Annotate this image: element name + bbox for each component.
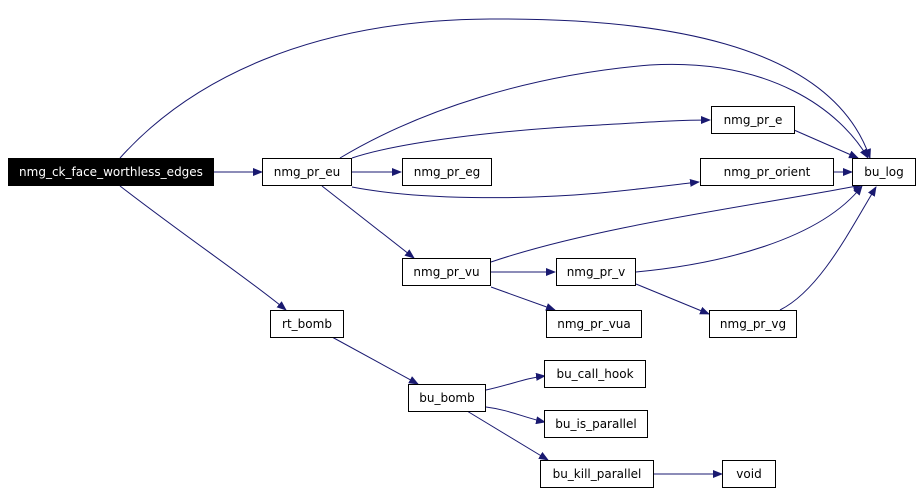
edge-nmg_ck_face_worthless_edges-to-bu_log (119, 18, 871, 159)
edge-bu_bomb-to-bu_kill_parallel (466, 410, 549, 461)
edge-nmg_pr_eu-to-nmg_pr_e (351, 116, 711, 159)
node-nmg_pr_eg[interactable]: nmg_pr_eg (402, 158, 492, 186)
node-bu_is_parallel[interactable]: bu_is_parallel (544, 410, 648, 438)
node-nmg_pr_e[interactable]: nmg_pr_e (711, 106, 795, 134)
edge-nmg_pr_eu-to-nmg_pr_orient (351, 178, 700, 199)
node-nmg_pr_vu[interactable]: nmg_pr_vu (402, 258, 491, 286)
node-rt_bomb[interactable]: rt_bomb (270, 310, 344, 338)
node-nmg_pr_v[interactable]: nmg_pr_v (556, 258, 636, 286)
node-bu_log[interactable]: bu_log (852, 158, 916, 186)
node-nmg_pr_vg[interactable]: nmg_pr_vg (709, 310, 797, 338)
edge-nmg_pr_vu-to-nmg_pr_vua (490, 286, 556, 311)
node-bu_kill_parallel[interactable]: bu_kill_parallel (540, 460, 654, 488)
edge-nmg_pr_eu-to-bu_log (339, 63, 869, 159)
edge-nmg_pr_eu-to-nmg_pr_vu (321, 185, 415, 259)
edge-nmg_pr_vg-to-bu_log (779, 186, 877, 311)
edge-nmg_pr_e-to-bu_log (793, 129, 859, 159)
node-nmg_pr_vua[interactable]: nmg_pr_vua (546, 310, 642, 338)
edge-nmg_pr_vu-to-bu_log (490, 182, 863, 263)
node-nmg_pr_orient[interactable]: nmg_pr_orient (700, 158, 834, 186)
node-void[interactable]: void (722, 460, 776, 488)
edge-rt_bomb-to-bu_bomb (331, 336, 419, 385)
node-nmg_ck_face_worthless_edges[interactable]: nmg_ck_face_worthless_edges (8, 158, 214, 186)
edge-nmg_ck_face_worthless_edges-to-rt_bomb (119, 185, 287, 311)
node-bu_bomb[interactable]: bu_bomb (408, 384, 486, 412)
edge-nmg_pr_v-to-nmg_pr_vg (635, 283, 710, 315)
edge-bu_bomb-to-bu_call_hook (485, 372, 546, 391)
edge-bu_bomb-to-bu_is_parallel (485, 406, 546, 425)
edge-nmg_pr_v-to-bu_log (635, 185, 863, 273)
node-bu_call_hook[interactable]: bu_call_hook (544, 360, 646, 388)
node-nmg_pr_eu[interactable]: nmg_pr_eu (262, 158, 352, 186)
